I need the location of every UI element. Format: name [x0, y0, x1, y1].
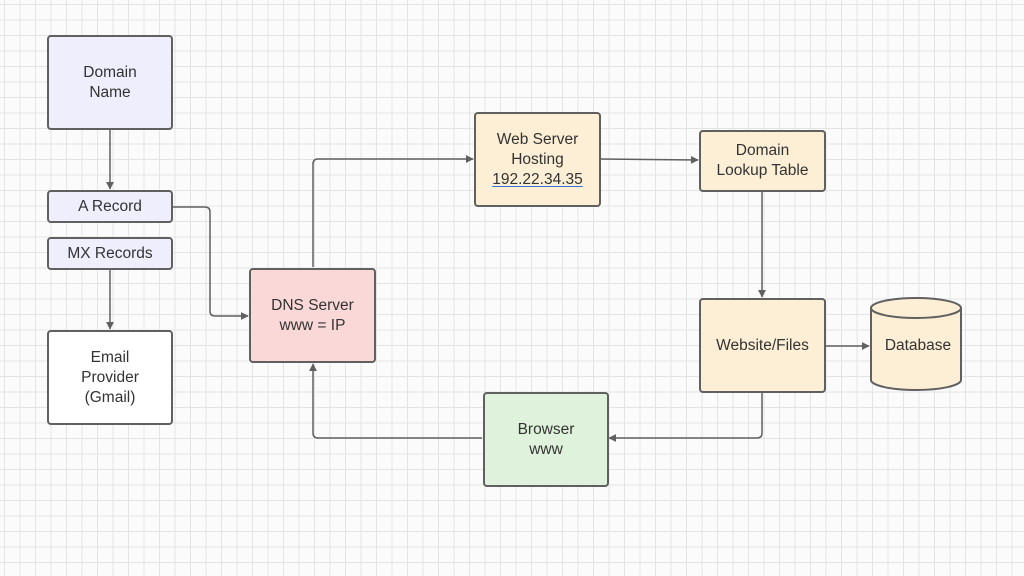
a-record-label: A Record: [78, 197, 142, 215]
browser-line1: Browser: [517, 420, 575, 438]
connector-website-to-browser: [608, 393, 763, 442]
web-server-ip: 192.22.34.35: [492, 170, 583, 188]
email-provider-line1: Email: [90, 348, 130, 366]
domain-lookup-line2: Lookup Table: [716, 162, 809, 179]
connector-arecord-to-dns: [173, 206, 249, 320]
browser-node[interactable]: Browser www: [483, 392, 609, 487]
connector-dns-to-webserver: [312, 155, 474, 267]
domain-name-node[interactable]: Domain Name: [47, 35, 173, 130]
web-server-node[interactable]: Web Server Hosting 192.22.34.35: [474, 112, 601, 207]
mx-records-node[interactable]: MX Records: [47, 237, 173, 270]
domain-lookup-node[interactable]: Domain Lookup Table: [699, 130, 826, 192]
mx-records-label: MX Records: [67, 244, 153, 262]
dns-server-line1: DNS Server: [271, 296, 354, 314]
dns-server-line2: www = IP: [279, 316, 346, 334]
dns-server-node[interactable]: DNS Server www = IP: [249, 268, 376, 363]
connector-webserver-to-lookup: [599, 155, 699, 164]
email-provider-line2: Provider: [81, 368, 139, 386]
connector-browser-to-dns: [309, 363, 482, 439]
browser-line2: www: [529, 440, 563, 458]
database-cylinder-icon[interactable]: [868, 297, 968, 395]
a-record-node[interactable]: A Record: [47, 190, 173, 223]
website-files-label: Website/Files: [716, 336, 809, 354]
email-provider-node[interactable]: Email Provider (Gmail): [47, 330, 173, 425]
email-provider-line3: (Gmail): [84, 388, 136, 406]
domain-name-line1: Domain: [83, 63, 137, 81]
website-files-node[interactable]: Website/Files: [699, 298, 826, 393]
web-server-line1: Web Server: [496, 130, 579, 148]
web-server-line2: Hosting: [511, 150, 564, 168]
domain-name-line2: Name: [89, 83, 131, 101]
database-label: Database: [884, 337, 952, 354]
domain-lookup-line1: Domain: [735, 142, 790, 159]
